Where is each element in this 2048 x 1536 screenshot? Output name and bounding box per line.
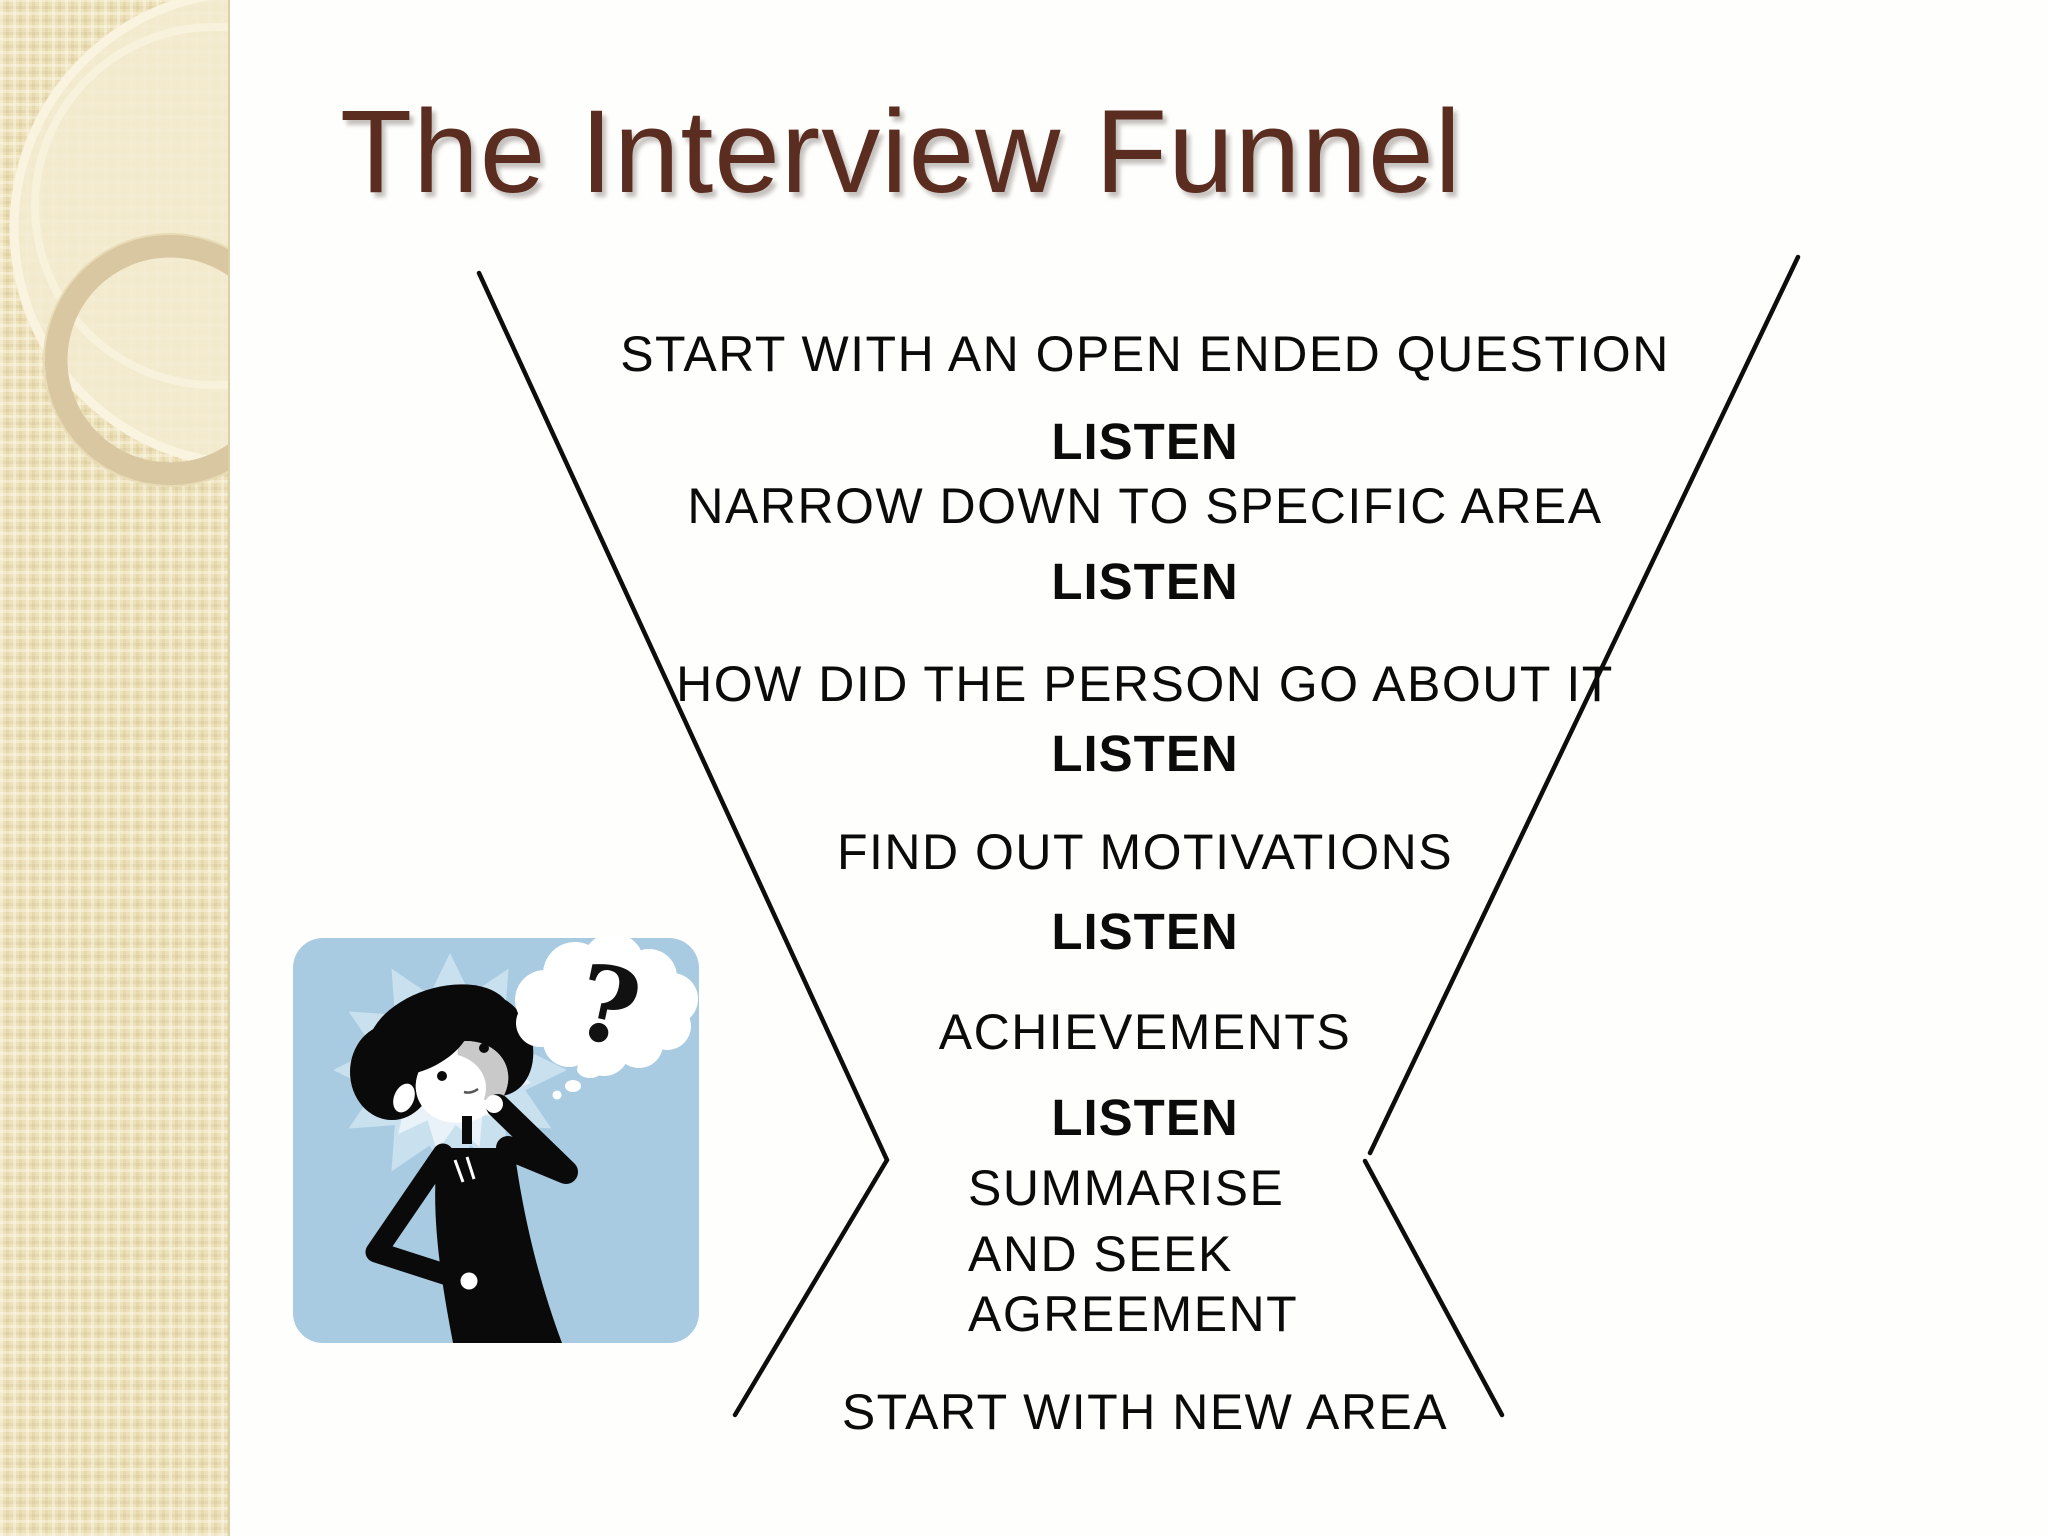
funnel-step: SUMMARISE	[968, 1160, 1285, 1216]
sidebar-decoration	[0, 0, 230, 1536]
funnel-step-listen: LISTEN	[1051, 553, 1239, 610]
funnel-step-listen: LISTEN	[1051, 1089, 1239, 1146]
funnel-step-listen: LISTEN	[1051, 413, 1239, 470]
eye-dot	[437, 1071, 447, 1081]
funnel-step: ACHIEVEMENTS	[938, 1004, 1352, 1060]
sidebar-circles-ornament	[9, 0, 228, 487]
funnel-step: NARROW DOWN TO SPECIFIC AREA	[687, 478, 1603, 534]
hand-on-chin	[485, 1095, 503, 1113]
funnel-step: START WITH AN OPEN ENDED QUESTION	[620, 326, 1670, 382]
funnel-step-listen: LISTEN	[1051, 903, 1239, 960]
funnel-step: FIND OUT MOTIVATIONS	[836, 824, 1454, 880]
hand-on-hip	[460, 1272, 478, 1290]
funnel-left-lower-line	[732, 1157, 890, 1418]
thinking-person-question-clipart: ?	[293, 938, 699, 1343]
funnel-step-listen: LISTEN	[1051, 725, 1239, 782]
funnel-step: AND SEEK	[968, 1226, 1233, 1282]
slide-title: The Interview Funnel	[340, 86, 1462, 218]
funnel-step: START WITH NEW AREA	[841, 1384, 1449, 1440]
eye-dot	[479, 1043, 489, 1053]
funnel-step: HOW DID THE PERSON GO ABOUT IT	[676, 656, 1614, 712]
thought-bubble: ?	[515, 938, 698, 1100]
funnel-step: AGREEMENT	[968, 1286, 1299, 1342]
person-figure	[350, 984, 578, 1343]
